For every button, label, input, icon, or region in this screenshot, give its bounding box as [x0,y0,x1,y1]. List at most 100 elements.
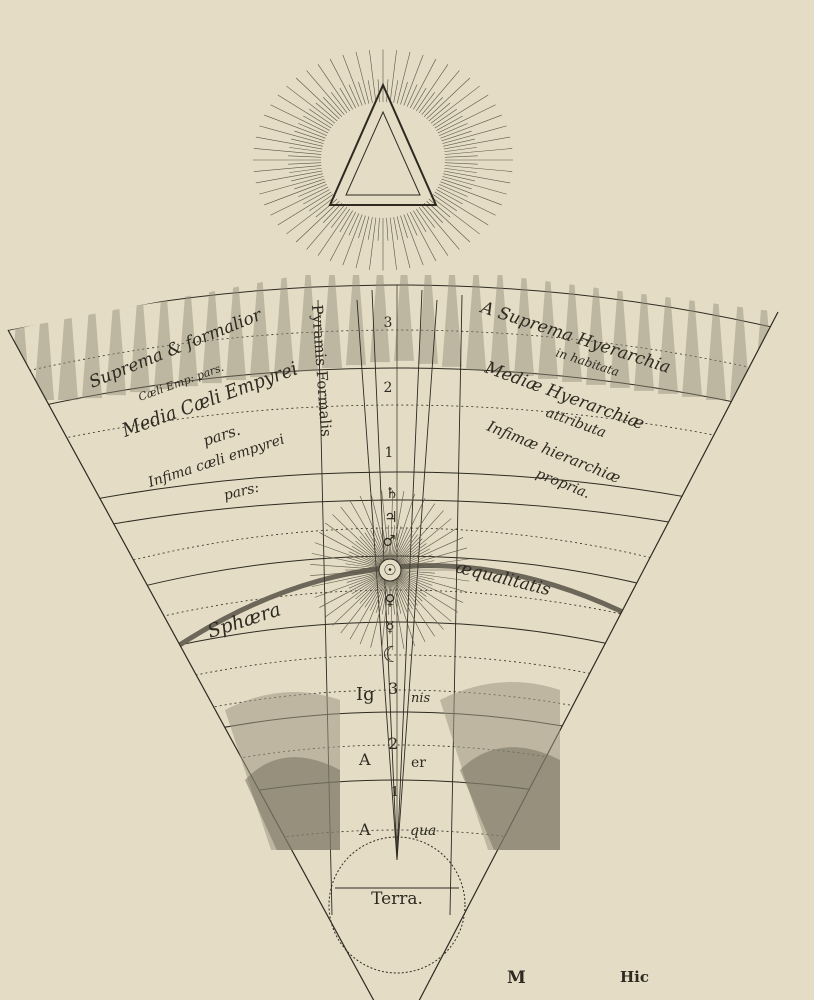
divine-triangle-glory [253,49,513,271]
label-infima-left-sub: pars: [222,480,261,504]
sphere-label-left: Sphæra [205,598,284,642]
empyrean-spike [34,275,54,400]
empyrean-spike [634,275,654,391]
sun-ray [389,569,452,622]
sun-ray [311,569,391,587]
sun-ray [389,569,416,647]
number-1: 1 [385,445,394,461]
empyrean-spike [562,275,582,382]
sun-icon [310,490,470,650]
sun-ray [340,506,391,571]
sun-ray [389,569,459,613]
sun-symbol: ☉ [383,561,396,579]
sun-ray [332,514,391,571]
sun-ray [311,553,391,571]
element-water-left: A [358,820,371,839]
sphere-arc [8,779,778,879]
sphere-arc [8,329,778,383]
glory-center [321,102,445,218]
number-3: 3 [384,315,393,331]
sun-ray [389,569,464,603]
sun-ray [389,493,416,571]
element-fire-left: Ig [356,684,375,705]
empyrean-spike [538,275,558,379]
sun-ray [389,537,464,571]
earth-label: Terra. [371,889,423,909]
sun-ray [319,532,391,571]
sun-ray [389,490,394,571]
sun-ray [332,569,391,626]
sun-ray [310,569,391,576]
empyrean-spike [346,275,366,366]
element-air-right: er [411,755,426,771]
element-number-fire: 3 [388,679,398,698]
empyrean-spike [274,275,294,375]
empyrean-spike [202,275,222,384]
element-water-right: qua [410,823,436,839]
jupiter-icon: ♃ [384,508,397,526]
sphere-arc [8,404,778,458]
sphere-arc [8,367,778,421]
fire-flames [225,682,560,850]
moon-icon: ☾ [382,643,402,668]
inner-triangle [345,110,421,196]
sun-ray [381,490,391,571]
sun-ray [370,492,391,571]
sphere-arc [8,654,778,745]
sun-ray [325,522,391,571]
earth-circle [328,836,466,974]
sun-ray [349,569,391,640]
pyramid-line [449,294,463,916]
empyrean-spike [58,275,78,400]
saturn-icon: ♄ [385,484,398,502]
pyramid-line [356,299,398,861]
empyrean-spike [418,275,438,364]
empyrean-spike [82,275,102,399]
empyrean-spike [658,275,678,394]
signature-mark: M [507,968,526,988]
sun-ray [349,500,391,571]
empyrean-spike [10,275,30,400]
triangle-icon [328,82,438,206]
sun-ray [389,558,470,571]
empyrean-spike [226,275,246,381]
sun-ray [389,569,394,650]
element-number-air: 2 [388,734,398,753]
cloud-region [245,757,340,850]
empyrean-spike [754,275,774,400]
number-2: 2 [384,380,393,396]
element-fire-right: nis [411,691,431,706]
concentric-spheres [8,275,778,931]
fan-outline [7,311,779,1000]
empyrean-spike [706,275,726,400]
sun-ray [389,510,444,571]
sun-ray [319,569,391,608]
empyrean-spike [394,275,414,361]
sphere-arc [8,689,778,782]
sun-ray [314,569,391,598]
mercury-icon: ☿ [385,618,394,636]
empyrean-spike [442,275,462,367]
empyrean-spike [154,275,174,390]
empyrean-spike [586,275,606,385]
pyramid-line [396,289,423,861]
empyrean-spike [682,275,702,397]
catchword: Hic [620,968,650,986]
sun-ray [389,491,405,571]
sun-ray [389,569,426,643]
sun-ray [314,542,391,571]
sun-ray [389,569,467,593]
sphere-arc [8,744,778,841]
sun-face [378,558,402,582]
sun-ray [389,547,467,571]
planet-symbols: ♄ ♃ ♂ ☉ ♀ ☿ ☾ [382,484,402,668]
empyrean-spike [514,275,534,376]
sun-ray [389,503,435,571]
sun-ray [389,569,470,582]
empyrean-spike [610,275,630,388]
empyrean-spike [490,275,510,373]
sphere-label-right: æqualitatis [454,557,553,600]
empyrean-spike [250,275,270,378]
sun-ray [370,569,391,648]
